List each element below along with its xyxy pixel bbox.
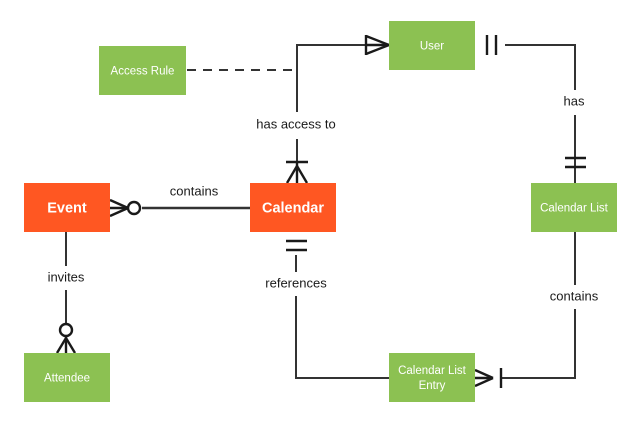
entity-calendar-label: Calendar [262, 200, 324, 216]
entity-attendee[interactable]: Attendee [24, 353, 110, 402]
entity-calendar-list-entry-box[interactable] [389, 353, 475, 402]
edge-calendar-to-cle-lower [295, 296, 389, 379]
entity-event-label: Event [47, 200, 87, 216]
edge-user-to-calendarlist-upper [505, 44, 576, 90]
entity-user-box[interactable] [389, 21, 475, 70]
edge-layer [65, 44, 576, 379]
entity-event-box[interactable] [24, 183, 110, 232]
relationship-label-layer: has access to contains invites reference… [48, 93, 599, 303]
entity-calendar-list-entry[interactable]: Calendar List Entry [389, 353, 475, 402]
rel-label-invites: invites [48, 269, 85, 284]
notation-event-right [109, 198, 142, 218]
rel-label-contains-calendar: contains [170, 183, 219, 198]
notation-user-left [364, 34, 390, 56]
entity-user[interactable]: User [389, 21, 475, 70]
rel-label-contains-cle: contains [550, 288, 599, 303]
entity-user-label: User [420, 41, 444, 53]
entity-access-rule-box[interactable] [99, 46, 186, 95]
notation-attendee-top [55, 322, 77, 354]
notation-user-right [485, 35, 498, 55]
entity-layer: Access Rule User Event Calendar Calendar… [24, 21, 617, 402]
entity-calendar[interactable]: Calendar [250, 183, 336, 232]
notation-callist-bottom [565, 156, 586, 169]
edge-user-to-calendar-upper [296, 44, 366, 112]
entity-calendar-list-box[interactable] [531, 183, 617, 232]
entity-calendar-list-entry-label-line2: Entry [419, 380, 446, 392]
notation-layer [55, 34, 586, 388]
rel-label-has-access-to: has access to [256, 116, 336, 131]
entity-calendar-box[interactable] [250, 183, 336, 232]
entity-calendar-list-label: Calendar List [540, 203, 609, 215]
entity-access-rule[interactable]: Access Rule [99, 46, 186, 95]
entity-attendee-label: Attendee [44, 373, 90, 385]
rel-label-references: references [265, 275, 327, 290]
entity-event[interactable]: Event [24, 183, 110, 232]
notation-calendar-bottom [286, 239, 307, 252]
entity-attendee-box[interactable] [24, 353, 110, 402]
notation-calendar-top [285, 160, 309, 184]
entity-calendar-list-entry-label-line1: Calendar List [398, 365, 467, 377]
rel-label-has: has [564, 93, 585, 108]
entity-calendar-list[interactable]: Calendar List [531, 183, 617, 232]
edge-calendarlist-to-cle-lower [501, 309, 576, 379]
notation-cle-right [474, 368, 503, 388]
entity-access-rule-label: Access Rule [111, 66, 175, 78]
